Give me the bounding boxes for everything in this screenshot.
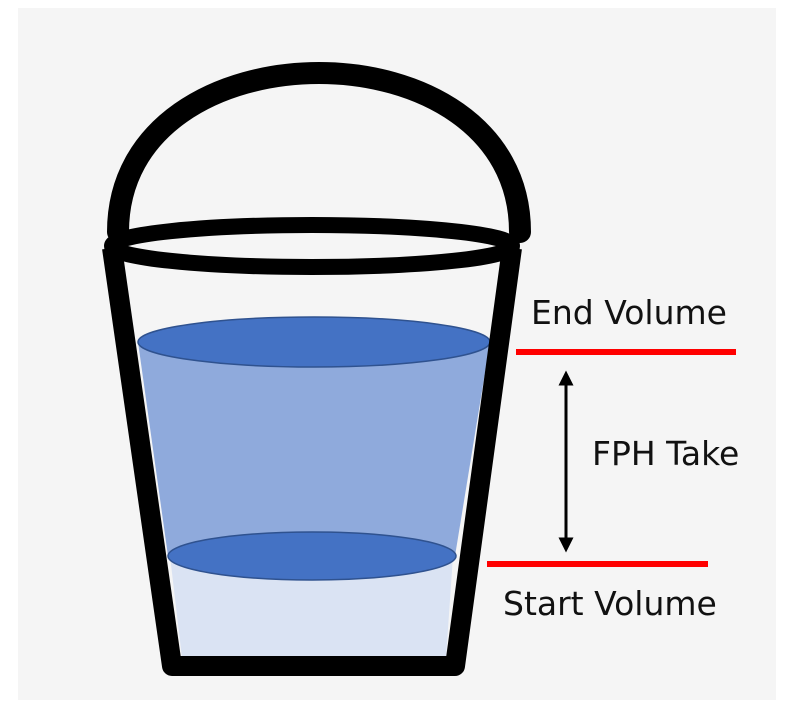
start-volume-surface <box>167 531 457 581</box>
fph-take-label: FPH Take <box>592 434 740 473</box>
start-volume-label: Start Volume <box>503 584 717 623</box>
bucket-rim <box>104 217 520 275</box>
water-body <box>138 342 490 556</box>
end-volume-label: End Volume <box>531 293 727 332</box>
end-volume-surface <box>137 316 491 368</box>
water-base-region <box>170 556 453 658</box>
bucket-handle <box>107 62 531 243</box>
bucket-body <box>102 246 522 676</box>
